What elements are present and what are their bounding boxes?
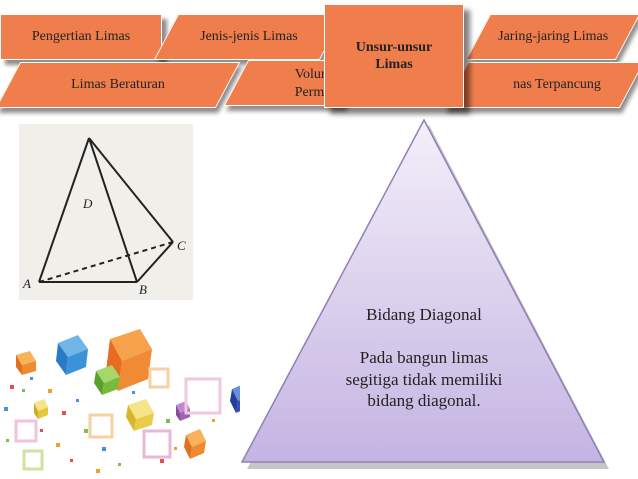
decorative-cubes [4, 329, 240, 473]
cube-yellow-small [34, 399, 48, 419]
outline-squares [14, 367, 222, 471]
tab-limas-beraturan[interactable]: Limas Beraturan [0, 62, 241, 108]
tab-unsur-unsur-limas[interactable]: Unsur-unsur Limas [324, 4, 464, 108]
cube-yellow [126, 399, 154, 431]
pyramid-figure: D C A B [19, 124, 193, 300]
tab-limas-terpancung[interactable]: nas Terpancung [443, 62, 638, 108]
vertex-label-b: B [139, 282, 147, 297]
vertex-label-d: D [82, 196, 93, 211]
tab-unsur-label-line1: Unsur-unsur [355, 39, 433, 55]
tab-jenis-jenis-limas-label: Jenis-jenis Limas [200, 29, 298, 45]
tab-jaring-jaring-limas[interactable]: Jaring-jaring Limas [465, 14, 638, 60]
tab-pengertian-limas-label: Pengertian Limas [31, 29, 131, 45]
tab-limas-terpancung-label: nas Terpancung [513, 77, 601, 93]
confetti-dots [4, 377, 215, 473]
cube-blue [56, 335, 88, 375]
vertex-label-a: A [22, 276, 31, 291]
pyramid-drawing: D C A B [22, 137, 186, 297]
cube-dark-blue [230, 385, 240, 413]
triangle-title: Bidang Diagonal [366, 305, 482, 324]
triangle-text: Bidang Diagonal Pada bangun limas segiti… [336, 304, 512, 411]
triangle-body: Pada bangun limas segitiga tidak memilik… [345, 348, 503, 410]
tab-pengertian-limas[interactable]: Pengertian Limas [0, 14, 162, 60]
tab-jaring-jaring-limas-label: Jaring-jaring Limas [497, 29, 609, 45]
cube-green [94, 365, 120, 395]
cube-orange-bottom [184, 429, 206, 459]
tab-limas-beraturan-label: Limas Beraturan [71, 77, 165, 93]
vertex-label-c: C [177, 238, 186, 253]
tab-jenis-jenis-limas[interactable]: Jenis-jenis Limas [153, 14, 345, 60]
cube-orange-small [16, 351, 36, 375]
tab-unsur-label-line2: Limas [375, 57, 413, 72]
